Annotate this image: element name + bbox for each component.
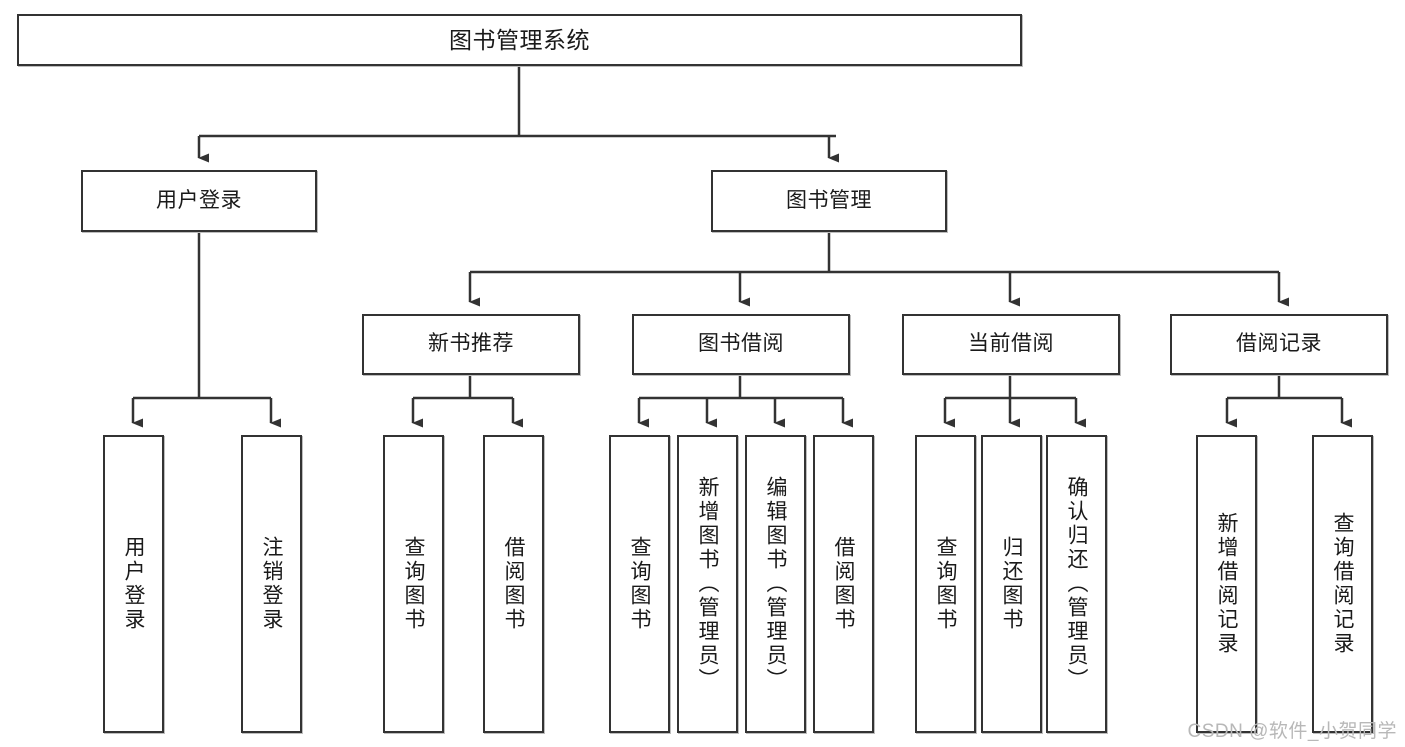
- leaf-record-query-record-label: 查询借阅记录: [1331, 512, 1355, 656]
- leaf-record-add-record[interactable]: 新增借阅记录: [1196, 435, 1257, 733]
- node-new-book-recommend-label: 新书推荐: [428, 332, 514, 356]
- leaf-borrow-borrow-book-label: 借阅图书: [832, 536, 856, 632]
- node-borrow-record[interactable]: 借阅记录: [1170, 314, 1388, 375]
- leaf-borrow-add-book-admin[interactable]: 新增图书（管理员）: [677, 435, 738, 733]
- node-book-management[interactable]: 图书管理: [711, 170, 947, 232]
- node-current-borrow-label: 当前借阅: [968, 332, 1054, 356]
- leaf-record-add-record-label: 新增借阅记录: [1215, 512, 1239, 656]
- leaf-borrow-edit-book-admin[interactable]: 编辑图书（管理员）: [745, 435, 806, 733]
- leaf-borrow-add-book-admin-label: 新增图书（管理员）: [696, 476, 720, 692]
- node-root[interactable]: 图书管理系统: [17, 14, 1022, 66]
- leaf-current-query-book[interactable]: 查询图书: [915, 435, 976, 733]
- leaf-current-confirm-return-admin[interactable]: 确认归还（管理员）: [1046, 435, 1107, 733]
- leaf-current-return-book-label: 归还图书: [1000, 536, 1024, 632]
- leaf-user-login-logout-label: 注销登录: [260, 536, 284, 632]
- leaf-user-login-logout[interactable]: 注销登录: [241, 435, 302, 733]
- leaf-recommend-query-book-label: 查询图书: [402, 536, 426, 632]
- node-book-borrow[interactable]: 图书借阅: [632, 314, 850, 375]
- leaf-recommend-borrow-book[interactable]: 借阅图书: [483, 435, 544, 733]
- leaf-borrow-borrow-book[interactable]: 借阅图书: [813, 435, 874, 733]
- node-new-book-recommend[interactable]: 新书推荐: [362, 314, 580, 375]
- leaf-current-query-book-label: 查询图书: [934, 536, 958, 632]
- leaf-current-confirm-return-admin-label: 确认归还（管理员）: [1065, 476, 1089, 692]
- leaf-user-login-login-label: 用户登录: [122, 536, 146, 632]
- node-book-management-label: 图书管理: [786, 188, 872, 212]
- leaf-borrow-query-book-label: 查询图书: [628, 536, 652, 632]
- node-book-borrow-label: 图书借阅: [698, 332, 784, 356]
- leaf-recommend-borrow-book-label: 借阅图书: [502, 536, 526, 632]
- node-current-borrow[interactable]: 当前借阅: [902, 314, 1120, 375]
- leaf-borrow-query-book[interactable]: 查询图书: [609, 435, 670, 733]
- leaf-borrow-edit-book-admin-label: 编辑图书（管理员）: [764, 476, 788, 692]
- node-user-login[interactable]: 用户登录: [81, 170, 317, 232]
- node-user-login-label: 用户登录: [156, 188, 242, 212]
- leaf-user-login-login[interactable]: 用户登录: [103, 435, 164, 733]
- leaf-recommend-query-book[interactable]: 查询图书: [383, 435, 444, 733]
- leaf-current-return-book[interactable]: 归还图书: [981, 435, 1042, 733]
- node-borrow-record-label: 借阅记录: [1236, 332, 1322, 356]
- leaf-record-query-record[interactable]: 查询借阅记录: [1312, 435, 1373, 733]
- node-root-label: 图书管理系统: [449, 26, 590, 53]
